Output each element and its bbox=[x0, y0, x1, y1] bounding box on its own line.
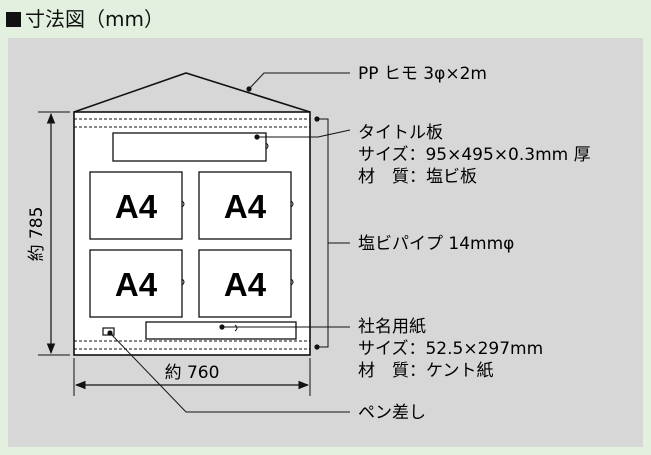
title-board-material: 材 質：塩ビ板 bbox=[358, 167, 477, 187]
diagram-title-text: 寸法図（mm） bbox=[25, 7, 164, 31]
a4-label: A4 bbox=[224, 188, 267, 225]
height-label: 約 785 bbox=[27, 207, 47, 262]
title-board-size: サイズ：95×495×0.3mm 厚 bbox=[358, 145, 591, 165]
a4-pocket-3: A4 bbox=[89, 249, 185, 318]
width-dimension: 約 760 bbox=[73, 358, 311, 396]
top-pipe bbox=[74, 118, 310, 128]
a4-label: A4 bbox=[224, 266, 267, 303]
width-label: 約 760 bbox=[165, 363, 220, 383]
a4-pocket-4: A4 bbox=[198, 249, 294, 318]
title-board-slot bbox=[112, 132, 267, 162]
height-dimension: 約 785 bbox=[27, 111, 70, 356]
leader-dots bbox=[107, 86, 320, 350]
pipe-label: 塩ビパイプ 14mmφ bbox=[358, 234, 514, 254]
company-paper-size: サイズ：52.5×297mm bbox=[358, 339, 543, 359]
hanging-string bbox=[73, 72, 311, 113]
pen-holder-label: ペン差し bbox=[358, 403, 426, 423]
company-paper-slot bbox=[145, 321, 297, 340]
bottom-pipe bbox=[74, 340, 310, 350]
company-paper-name: 社名用紙 bbox=[358, 317, 426, 337]
a4-pocket-1: A4 bbox=[89, 171, 185, 240]
a4-label: A4 bbox=[115, 266, 158, 303]
a4-pocket-2: A4 bbox=[198, 171, 294, 240]
diagram-title: 寸法図（mm） bbox=[6, 2, 164, 36]
title-board-name: タイトル板 bbox=[358, 123, 443, 143]
company-paper-material: 材 質：ケント紙 bbox=[358, 361, 494, 381]
square-bullet-icon bbox=[6, 12, 21, 27]
a4-label: A4 bbox=[115, 188, 158, 225]
string-label: PP ヒモ 3φ×2m bbox=[358, 64, 487, 84]
leader-lines bbox=[109, 72, 351, 413]
